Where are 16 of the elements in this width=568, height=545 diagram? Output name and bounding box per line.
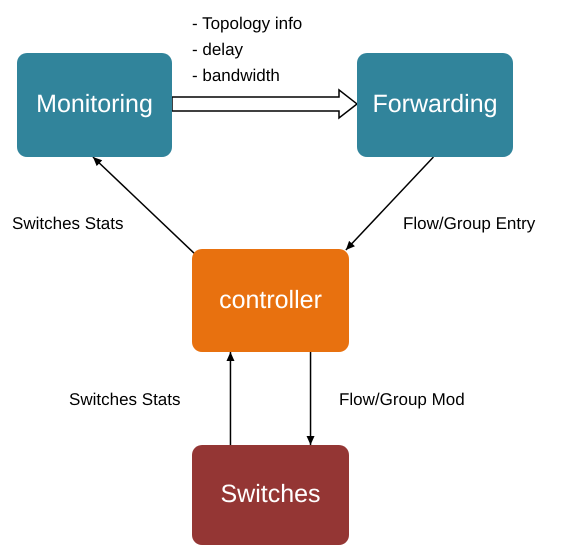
process-box	[17, 53, 172, 157]
block-arrow	[171, 88, 358, 120]
process-box	[357, 53, 513, 157]
note-text: - delay	[192, 39, 244, 61]
arrow	[345, 156, 434, 251]
arrow	[92, 156, 196, 255]
box-label: Switches	[220, 479, 321, 510]
process-box	[192, 249, 349, 352]
box-label: Forwarding	[372, 89, 498, 120]
arrow	[306, 352, 315, 445]
arrow	[226, 352, 234, 445]
box-label: controller	[219, 284, 322, 316]
note-text: - Topology info	[192, 13, 302, 35]
process-box	[192, 445, 349, 545]
note-text: - bandwidth	[192, 65, 280, 87]
box-label: Monitoring	[36, 89, 153, 120]
